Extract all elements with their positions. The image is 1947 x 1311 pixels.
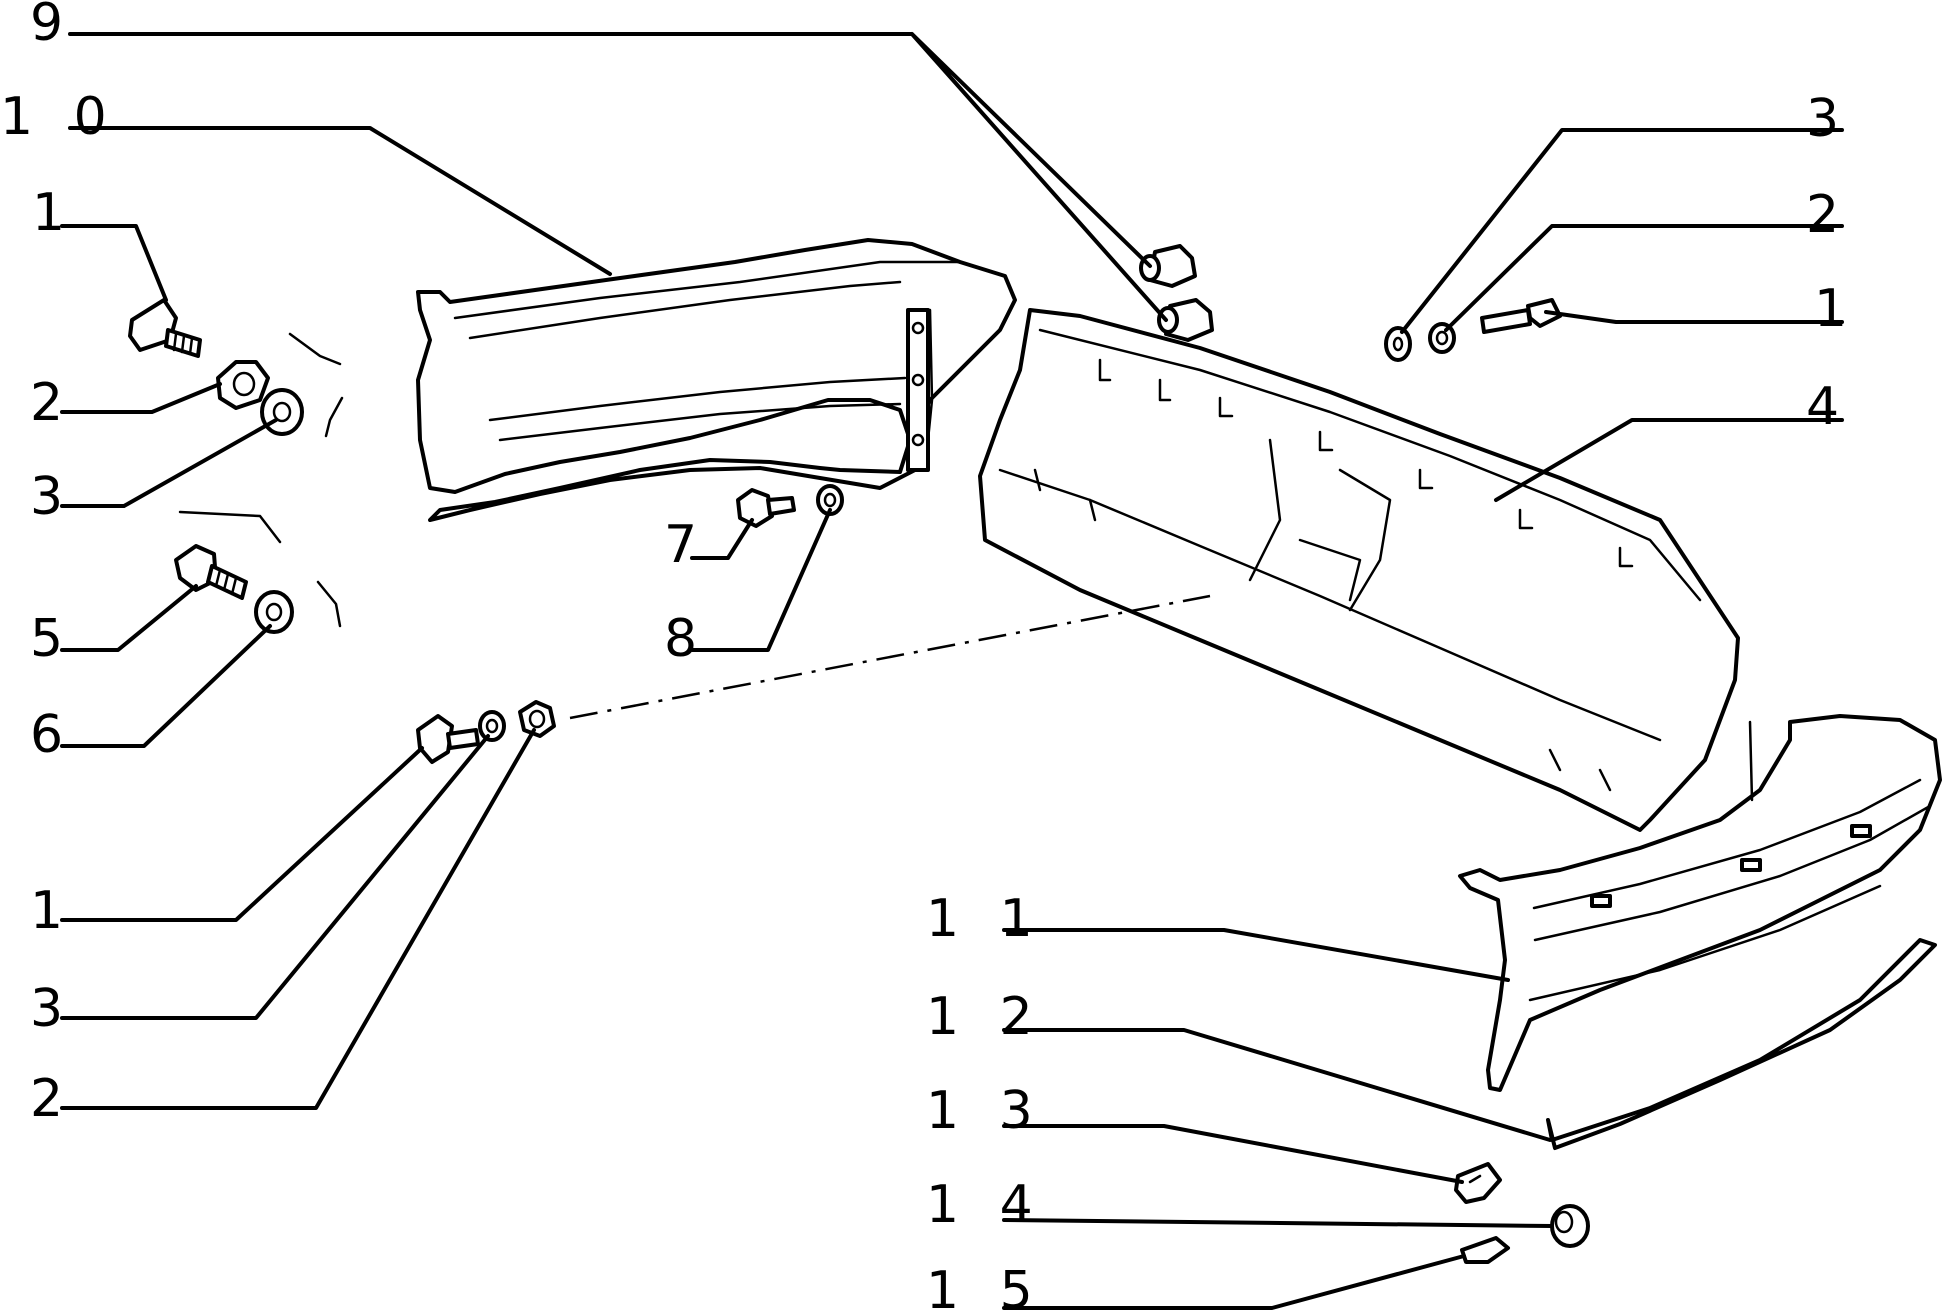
bumper-end-cap-right <box>1458 714 1942 1092</box>
end-clip <box>1460 1236 1510 1264</box>
hex-bolt-left <box>174 544 248 600</box>
leader-12 <box>1002 1028 1552 1142</box>
square-head-bolt-right <box>1480 298 1562 334</box>
washer-right <box>1384 326 1412 362</box>
callout-label-2-right: 2 <box>1806 185 1851 245</box>
callout-label-3-right: 3 <box>1806 89 1851 149</box>
leader-6 <box>60 624 272 748</box>
bushing <box>1550 1204 1590 1248</box>
bumper-center-beam <box>978 308 1740 832</box>
callout-label-10: 1 0 <box>0 87 119 147</box>
leader-1a <box>60 224 168 302</box>
leader-3a <box>60 418 278 508</box>
leader-14 <box>1002 1218 1554 1228</box>
callout-label-2-left-upper: 2 <box>30 373 75 433</box>
lower-trim-strip <box>1546 938 1937 1150</box>
leader-9 <box>68 32 1168 322</box>
callout-label-3-left-lower: 3 <box>30 979 75 1039</box>
leader-lines <box>60 32 1844 1310</box>
square-head-bolt-left-lower <box>416 714 480 764</box>
callout-label-1-left-upper: 1 <box>32 183 77 243</box>
callout-label-1-right: 1 <box>1814 279 1859 339</box>
leader-5 <box>60 584 198 652</box>
hex-nut-left-upper <box>216 360 270 410</box>
leader-13 <box>1002 1124 1464 1184</box>
bumper-end-cap-left <box>416 238 1017 522</box>
alignment-line <box>569 594 1211 720</box>
callout-label-13: 1 3 <box>926 1081 1045 1141</box>
leader-2b <box>60 728 536 1110</box>
leader-3c <box>1400 128 1844 334</box>
leader-4 <box>1494 418 1844 502</box>
break-line-lower <box>178 510 342 628</box>
leader-3b <box>60 734 490 1020</box>
callout-labels: 9 1 0 1 2 3 5 6 7 8 1 3 2 3 2 1 4 1 1 1 … <box>0 0 1859 1311</box>
leader-15 <box>1002 1254 1466 1310</box>
rubber-buffer-lower <box>1157 298 1214 342</box>
leader-2a <box>60 382 222 414</box>
square-head-bolt-left-upper <box>128 298 202 358</box>
callout-label-12: 1 2 <box>926 987 1045 1047</box>
callout-label-3-left-upper: 3 <box>30 467 75 527</box>
leader-2c <box>1444 224 1844 332</box>
washer-left-upper <box>260 388 304 436</box>
leader-8 <box>690 508 832 652</box>
callout-label-1-left-lower: 1 <box>30 881 75 941</box>
callout-label-4: 4 <box>1806 377 1851 437</box>
callout-label-5: 5 <box>30 609 75 669</box>
hex-nut-left-lower <box>518 700 556 738</box>
leader-1c <box>1544 310 1844 324</box>
washer-left-lower <box>254 590 294 634</box>
leader-1b <box>60 746 424 922</box>
retaining-clip <box>1454 1162 1502 1204</box>
callout-label-8: 8 <box>664 609 709 669</box>
callout-label-7: 7 <box>664 515 709 575</box>
callout-label-15: 1 5 <box>926 1261 1045 1311</box>
callout-label-6: 6 <box>30 705 75 765</box>
callout-label-14: 1 4 <box>926 1175 1045 1235</box>
break-line-upper <box>288 332 344 438</box>
spring-washer-left-lower <box>478 710 506 742</box>
leader-10 <box>68 126 612 276</box>
flange-bolt-center <box>736 488 796 528</box>
leader-11 <box>1002 928 1510 982</box>
callout-label-11: 1 1 <box>926 889 1045 949</box>
callout-label-9: 9 <box>30 0 75 53</box>
hex-nut-right <box>1428 322 1456 354</box>
leader-7 <box>690 518 754 560</box>
callout-label-2-left-lower: 2 <box>30 1069 75 1129</box>
